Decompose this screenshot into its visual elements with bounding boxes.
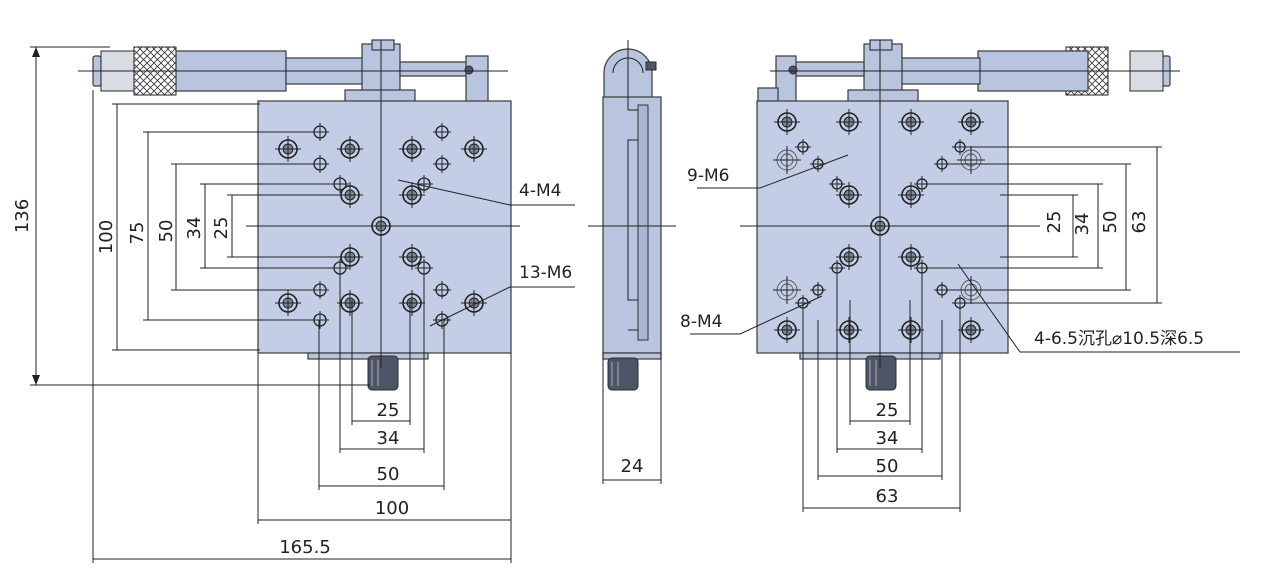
label-back-8m4: 8-M4	[680, 312, 722, 332]
dim-v75: 75	[127, 222, 148, 245]
m6-hole	[836, 317, 862, 343]
back-dimensions: 25 34 50 63 25 34 50 63 9-M6 8-	[680, 146, 1240, 512]
label-front-13m6: 13-M6	[519, 263, 572, 283]
dim-r63: 63	[1129, 211, 1150, 234]
m4-hole	[433, 123, 451, 141]
m6-hole	[774, 109, 800, 135]
m6-hole	[898, 317, 924, 343]
m6-hole	[867, 213, 893, 239]
dim-b34: 34	[876, 428, 899, 449]
counterbore-hole	[773, 146, 801, 174]
m6-hole	[275, 290, 301, 316]
dim-h165: 165.5	[279, 537, 331, 558]
m6-hole	[958, 317, 984, 343]
counterbore-hole	[773, 276, 801, 304]
m6-hole	[898, 109, 924, 135]
m4-hole	[433, 155, 451, 173]
label-front-4m4: 4-M4	[519, 181, 561, 201]
back-holes	[773, 109, 985, 343]
side-view: 24	[588, 40, 676, 484]
m6-hole	[337, 182, 363, 208]
m6-hole	[898, 244, 924, 270]
m6-hole	[898, 182, 924, 208]
m6-hole	[368, 213, 394, 239]
dim-v25: 25	[211, 217, 232, 240]
back-view	[740, 39, 1180, 391]
dim-h100: 100	[375, 498, 409, 519]
m6-hole	[399, 182, 425, 208]
dim-b50: 50	[876, 456, 899, 477]
label-back-9m6: 9-M6	[687, 166, 729, 186]
front-lock-handle	[367, 355, 399, 391]
dim-v50: 50	[156, 220, 177, 243]
dim-h25: 25	[377, 400, 400, 421]
front-view	[78, 39, 520, 391]
label-back-counterbore: 4-6.5沉孔⌀10.5深6.5	[1034, 329, 1204, 349]
m4-hole	[810, 282, 826, 298]
dim-h50: 50	[377, 464, 400, 485]
dim-side24: 24	[621, 456, 644, 477]
m6-hole	[399, 244, 425, 270]
back-lock-handle	[865, 355, 897, 391]
m6-hole	[836, 182, 862, 208]
front-holes	[275, 123, 487, 329]
m6-hole	[399, 136, 425, 162]
m6-hole	[836, 109, 862, 135]
dim-b25: 25	[876, 400, 899, 421]
dim-h34: 34	[377, 428, 400, 449]
m6-hole	[774, 317, 800, 343]
m6-hole	[275, 136, 301, 162]
m6-hole	[836, 244, 862, 270]
dim-overall-height: 136	[12, 199, 33, 233]
m4-hole	[433, 281, 451, 299]
counterbore-hole	[957, 146, 985, 174]
dim-r50: 50	[1100, 211, 1121, 234]
dim-r25: 25	[1044, 211, 1065, 234]
m6-hole	[461, 136, 487, 162]
m6-hole	[337, 136, 363, 162]
dim-b63: 63	[876, 486, 899, 507]
m6-hole	[337, 244, 363, 270]
dim-v100: 100	[96, 220, 117, 254]
m4-hole	[795, 139, 811, 155]
front-dimensions: 136 100 75 50 34 25 25 34	[12, 46, 575, 563]
m6-hole	[958, 109, 984, 135]
dim-v34: 34	[184, 217, 205, 240]
m4-hole	[829, 176, 845, 192]
dim-r34: 34	[1072, 213, 1093, 236]
